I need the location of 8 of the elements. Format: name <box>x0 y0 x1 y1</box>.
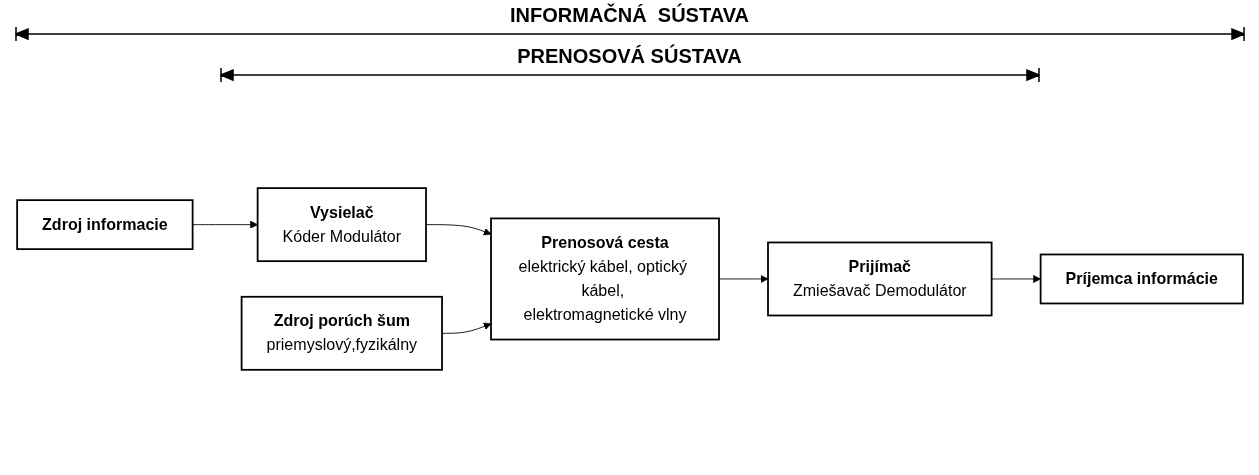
node-box: Zdroj porúch šum priemyslový,fyzikálny <box>240 295 443 371</box>
node-box: Vysielač Kóder Modulátor <box>256 186 427 262</box>
node-box: Príjemca informácie <box>1039 253 1244 304</box>
node-box: Prijímač Zmiešavač Demodulátor <box>766 241 992 316</box>
node-box: Prenosová cesta elektrický kábel, optický kábel, elektromagnetické vlny <box>489 217 720 340</box>
span-label: INFORMAČNÁ SÚSTAVA <box>510 4 749 27</box>
node-box: Zdroj informacie <box>15 198 193 250</box>
span-label: PRENOSOVÁ SÚSTAVA <box>517 45 742 68</box>
